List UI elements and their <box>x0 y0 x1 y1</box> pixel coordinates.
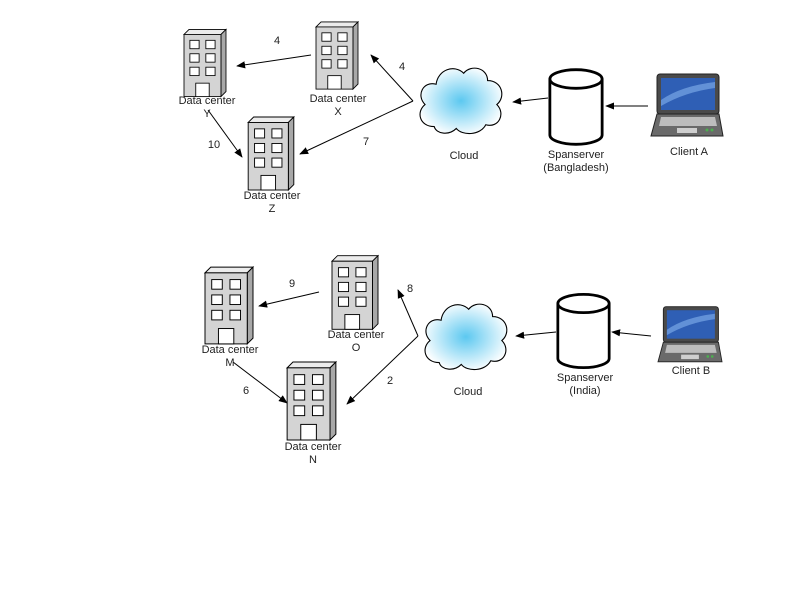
laptop-icon <box>657 306 723 363</box>
cloud-label: Cloud <box>449 150 479 162</box>
edge-cloud-o <box>397 289 419 337</box>
bottom-group <box>204 255 723 441</box>
data-center-m-icon <box>204 266 254 345</box>
cloud-icon <box>424 303 508 371</box>
data-center-n-label: Data center N <box>285 441 342 467</box>
data-center-y-icon <box>183 28 227 98</box>
spanserver-label: Spanserver (Bangladesh) <box>543 149 608 175</box>
data-center-z-label-line2: Z <box>268 203 276 215</box>
data-center-n-icon <box>286 361 337 441</box>
data-center-y-label-line2: Y <box>203 108 211 120</box>
spanserver-icon <box>556 292 611 370</box>
edge-weight-m-n: 6 <box>242 385 250 397</box>
edge-cloud-x <box>370 54 414 102</box>
edge-weight-cloud-z: 7 <box>362 136 370 148</box>
data-center-x-label-line1: Data center <box>309 93 367 105</box>
spanserver-label-line2: (India) <box>569 385 601 397</box>
data-center-x-label-line2: X <box>334 106 342 118</box>
edge-weight-x-y: 4 <box>273 35 281 47</box>
cloud-label: Cloud <box>453 386 483 398</box>
edge-spanserver-cloud <box>515 331 557 339</box>
spanserver-label: Spanserver (India) <box>557 372 613 398</box>
spanserver-icon <box>548 68 604 146</box>
client-a-label: Client A <box>670 146 708 158</box>
data-center-z-icon <box>247 116 295 191</box>
data-center-x-label: Data center X <box>310 93 367 119</box>
data-center-o-label-line1: Data center <box>327 329 385 341</box>
data-center-o-label: Data center O <box>328 329 385 355</box>
edge-x-y <box>236 54 312 69</box>
edge-weight-cloud-x: 4 <box>398 61 406 73</box>
data-center-m-label-line1: Data center <box>201 344 259 356</box>
data-center-z-label-line1: Data center <box>243 190 301 202</box>
data-center-x-icon <box>315 21 359 90</box>
data-center-y-label: Data center Y <box>179 95 236 121</box>
edge-cloud-n <box>346 335 419 405</box>
laptop-icon <box>650 73 724 137</box>
edge-o-m <box>258 291 320 308</box>
client-b-label: Client B <box>671 365 711 377</box>
edge-y-z <box>207 109 243 158</box>
data-center-m-label-line2: M <box>225 357 235 369</box>
data-center-o-label-line2: O <box>351 342 361 354</box>
edge-m-n <box>232 361 288 404</box>
top-group <box>183 21 724 191</box>
bottom-edges <box>232 289 652 405</box>
edge-spanserver-cloud <box>512 97 549 105</box>
cloud-icon <box>419 67 503 135</box>
edge-weight-cloud-n: 2 <box>386 375 394 387</box>
data-center-m-label: Data center M <box>202 344 259 370</box>
spanserver-label-line1: Spanserver <box>556 372 614 384</box>
edge-client-b-spanserver <box>611 329 652 337</box>
edge-weight-y-z: 10 <box>207 139 221 151</box>
data-center-y-label-line1: Data center <box>178 95 236 107</box>
data-center-n-label-line2: N <box>309 454 317 466</box>
edge-weight-cloud-o: 8 <box>406 283 414 295</box>
edge-weight-o-m: 9 <box>288 278 296 290</box>
edge-cloud-z <box>299 100 414 155</box>
spanserver-label-line2: (Bangladesh) <box>543 162 609 174</box>
data-center-n-label-line1: Data center <box>284 441 342 453</box>
spanserver-label-line1: Spanserver <box>547 149 605 161</box>
data-center-z-label: Data center Z <box>244 190 301 216</box>
top-edges <box>207 54 648 158</box>
data-center-o-icon <box>331 255 379 330</box>
